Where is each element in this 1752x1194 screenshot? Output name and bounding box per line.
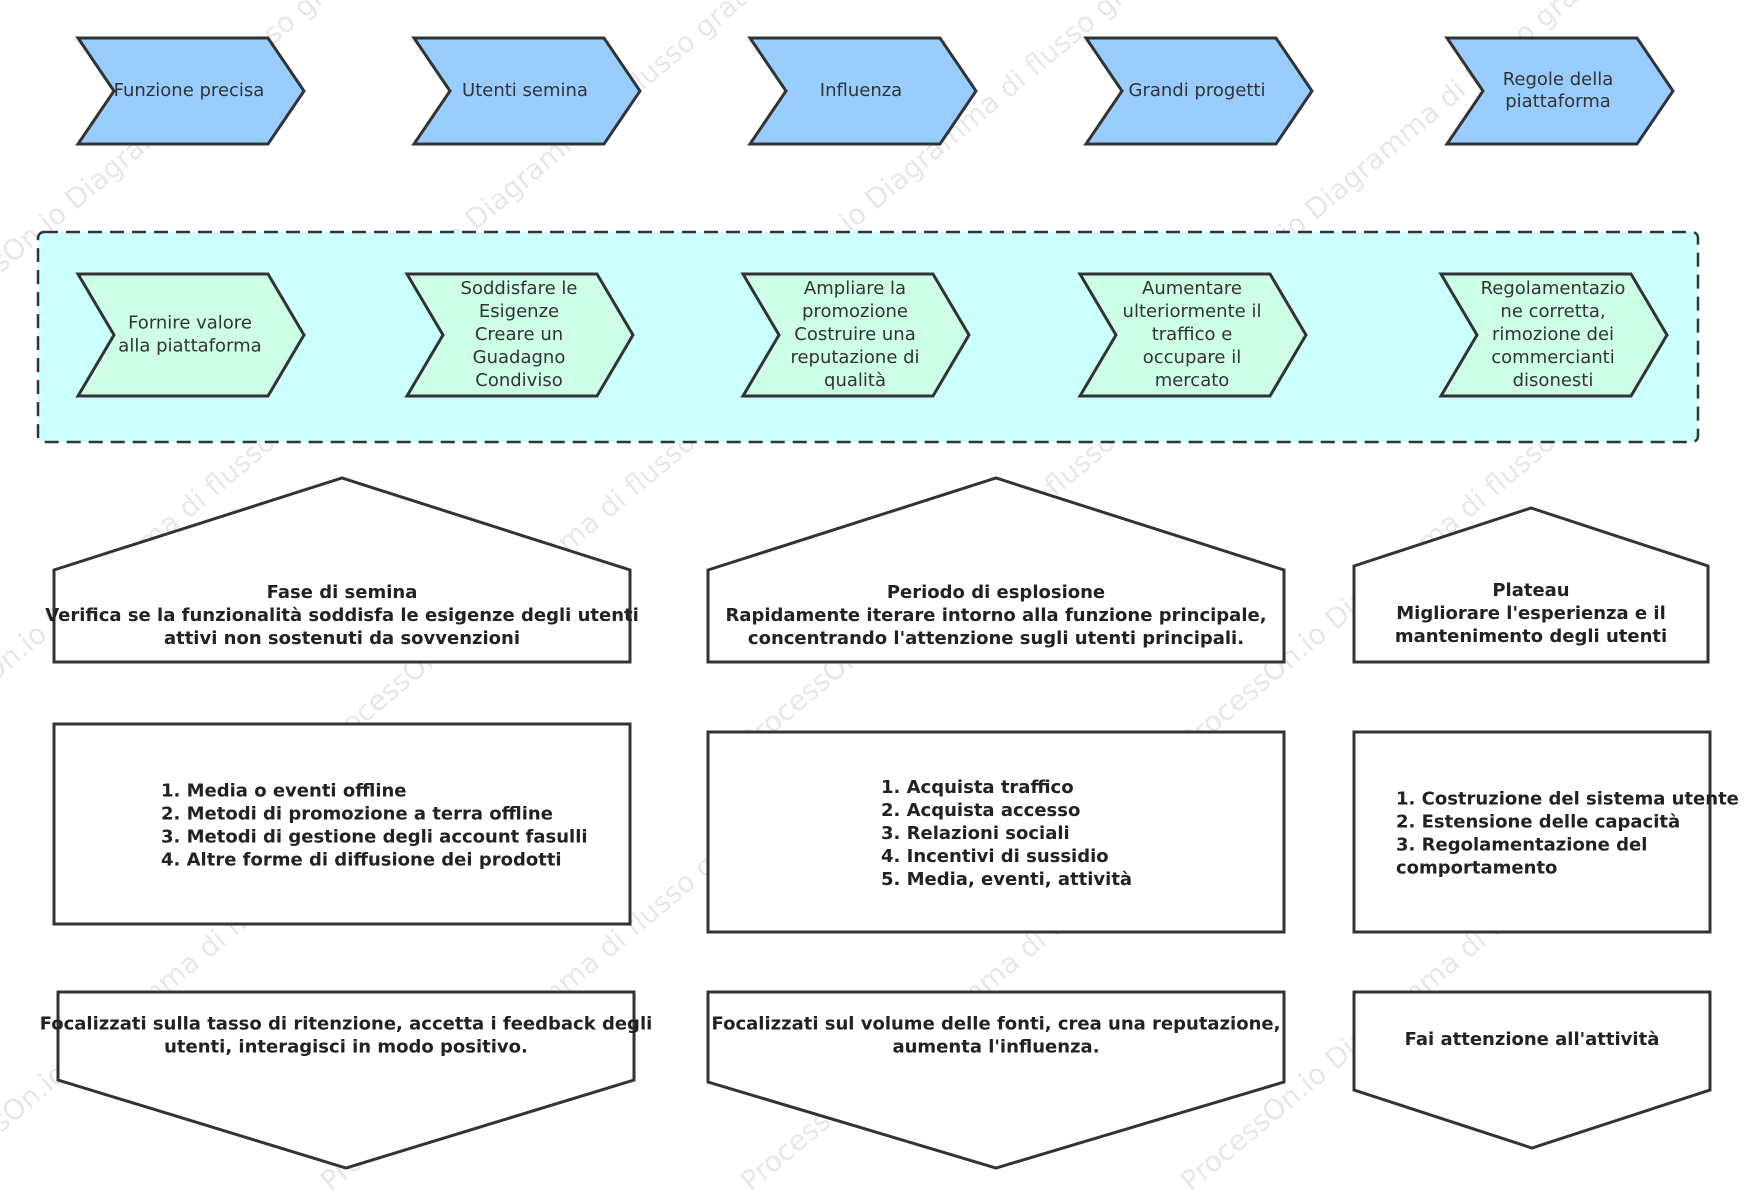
focus-box-label: Focalizzati sul volume delle fonti, crea…	[712, 1014, 1281, 1035]
phase-box-label: concentrando l'attenzione sugli utenti p…	[748, 628, 1244, 649]
middle-chevron-label: ne corretta,	[1500, 301, 1605, 322]
middle-chevron-shape	[75, 272, 306, 398]
middle-chevron-label: Aumentare	[1142, 278, 1242, 299]
middle-chevron-label: Costruire una	[794, 324, 915, 345]
list-item-text: 1. Acquista traffico	[881, 777, 1074, 798]
list-item-text: 3. Metodi di gestione degli account fasu…	[161, 827, 588, 848]
phase-box-label: Fase di semina	[267, 582, 418, 603]
middle-chevron-label: Regolamentazio	[1481, 278, 1626, 299]
phase-box-label: Migliorare l'esperienza e il	[1396, 603, 1666, 624]
middle-chevron-label: Creare un	[475, 324, 563, 345]
middle-chevron-label: disonesti	[1513, 370, 1594, 391]
focus-box-shape	[1352, 990, 1712, 1150]
middle-chevron-label: Fornire valore	[128, 313, 252, 334]
top-chevron: Funzione precisa	[75, 36, 306, 146]
top-chevron-shape	[75, 36, 306, 146]
middle-chevron-shape	[740, 272, 971, 398]
list-item-text: 1. Media o eventi offline	[161, 781, 407, 802]
focus-box-label: Fai attenzione all'attività	[1405, 1029, 1660, 1050]
top-chevron-shape	[1083, 36, 1314, 146]
top-chevron-shape	[747, 36, 978, 146]
middle-chevron-label: occupare il	[1143, 347, 1241, 368]
middle-chevron-label: Guadagno	[473, 347, 566, 368]
middle-chevron-label: Soddisfare le	[461, 278, 578, 299]
phase-box-shape	[52, 476, 632, 664]
list-box-shape	[1352, 730, 1712, 934]
top-chevron-label: Regole della	[1503, 69, 1614, 90]
focus-row: Focalizzati sulla tasso di ritenzione, a…	[40, 990, 1712, 1170]
phase-box-label: Verifica se la funzionalità soddisfa le …	[45, 605, 639, 626]
phase-box-label: mantenimento degli utenti	[1395, 626, 1667, 647]
list-item-text: 2. Estensione delle capacità	[1396, 812, 1680, 833]
middle-chevron-label: promozione	[802, 301, 908, 322]
focus-box: Focalizzati sulla tasso di ritenzione, a…	[40, 990, 653, 1170]
phase-box-shape	[1352, 506, 1710, 664]
top-chevron: Utenti semina	[411, 36, 642, 146]
middle-chevron-label: Ampliare la	[804, 278, 906, 299]
focus-box: Fai attenzione all'attività	[1352, 990, 1712, 1150]
phase-box-label: Plateau	[1492, 580, 1569, 601]
top-chevron-label: piattaforma	[1505, 91, 1611, 112]
top-chevron-label: Grandi progetti	[1129, 80, 1266, 101]
middle-chevron-label: ulteriormente il	[1123, 301, 1262, 322]
focus-box-label: Focalizzati sulla tasso di ritenzione, a…	[40, 1014, 653, 1035]
middle-chevron-shape	[404, 272, 635, 398]
middle-chevron-label: rimozione dei	[1492, 324, 1614, 345]
middle-chevron-label: qualità	[824, 370, 886, 391]
phase-box-label: attivi non sostenuti da sovvenzioni	[164, 628, 520, 649]
list-item-text: 5. Media, eventi, attività	[881, 869, 1132, 890]
list-item-text: 2. Metodi di promozione a terra offline	[161, 804, 553, 825]
top-chevron-label: Influenza	[820, 80, 902, 101]
list-item-text: 2. Acquista accesso	[881, 800, 1080, 821]
list-box-shape	[706, 730, 1286, 934]
focus-box-shape	[706, 990, 1286, 1170]
top-chevron-shape	[1444, 36, 1675, 146]
list-item-text: 3. Relazioni sociali	[881, 823, 1070, 844]
middle-chevron-label: traffico e	[1152, 324, 1233, 345]
top-chevron: Grandi progetti	[1083, 36, 1314, 146]
middle-chevron: Regolamentazione corretta,rimozione deic…	[1438, 272, 1669, 398]
list-item-text: 4. Altre forme di diffusione dei prodott…	[161, 850, 562, 871]
middle-chevron-label: Condiviso	[475, 370, 562, 391]
middle-chevron-shape	[1077, 272, 1308, 398]
top-chevron-label: Funzione precisa	[114, 80, 265, 101]
middle-chevron-shape	[1438, 272, 1669, 398]
middle-chevron-label: mercato	[1155, 370, 1230, 391]
phase-box-label: Rapidamente iterare intorno alla funzion…	[725, 605, 1266, 626]
focus-box-label: aumenta l'influenza.	[892, 1037, 1099, 1058]
focus-box-shape	[56, 990, 636, 1170]
phase-box-label: Periodo di esplosione	[887, 582, 1105, 603]
list-item-text: 1. Costruzione del sistema utente	[1396, 789, 1739, 810]
top-chevron-label: Utenti semina	[462, 80, 588, 101]
middle-chevron-label: alla piattaforma	[118, 336, 261, 357]
phase-box-shape	[706, 476, 1286, 664]
list-item-text: 4. Incentivi di sussidio	[881, 846, 1109, 867]
list-box-shape	[52, 722, 632, 926]
top-chevron: Influenza	[747, 36, 978, 146]
top-chevron-row: Funzione precisa Utenti semina Influenza Gr…	[75, 36, 1675, 146]
top-chevron-shape	[411, 36, 642, 146]
list-item-text: 3. Regolamentazione del	[1396, 835, 1647, 856]
list-item-text: comportamento	[1396, 858, 1557, 879]
middle-chevron-label: reputazione di	[790, 347, 919, 368]
middle-chevron-label: commercianti	[1491, 347, 1614, 368]
middle-chevron-label: Esigenze	[479, 301, 559, 322]
focus-box: Focalizzati sul volume delle fonti, crea…	[706, 990, 1286, 1170]
focus-box-label: utenti, interagisci in modo positivo.	[164, 1037, 528, 1058]
